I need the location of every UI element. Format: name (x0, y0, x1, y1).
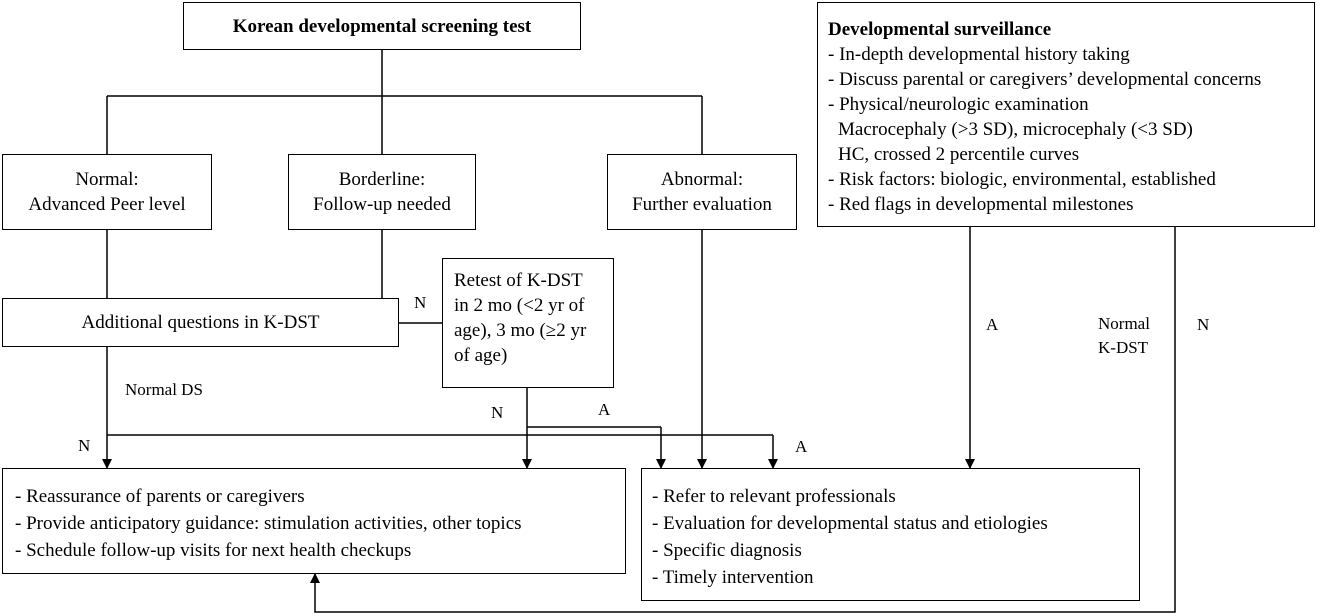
normal-label: Normal: (75, 169, 139, 190)
surveillance-box: Developmental surveillance - In-depth de… (817, 2, 1315, 227)
edge-label-normal-kdst: Normal (1098, 314, 1150, 333)
surveillance-subitem: Macrocephaly (>3 SD), microcephaly (<3 S… (838, 119, 1193, 140)
reassurance-item: - Provide anticipatory guidance: stimula… (15, 513, 522, 534)
refer-item: - Evaluation for developmental status an… (652, 513, 1048, 534)
surveillance-item: - Physical/neurologic examination (828, 94, 1089, 115)
retest-line-2: in 2 mo (<2 yr of (454, 295, 585, 316)
borderline-box: Borderline: Follow-up needed (288, 154, 476, 230)
edge-label-a: A (986, 315, 999, 334)
borderline-desc: Follow-up needed (313, 194, 451, 215)
retest-box: Retest of K-DST in 2 mo (<2 yr of age), … (442, 258, 614, 388)
edge-label-n: N (1197, 315, 1210, 334)
abnormal-box: Abnormal: Further evaluation (607, 154, 797, 230)
additional-questions-box: Additional questions in K-DST (2, 298, 399, 347)
abnormal-label: Abnormal: (660, 169, 744, 190)
reassurance-item: - Reassurance of parents or caregivers (15, 486, 305, 507)
screening-test-title: Korean developmental screening test (232, 15, 532, 37)
surveillance-title: Developmental surveillance (828, 19, 1052, 40)
reassurance-item: - Schedule follow-up visits for next hea… (15, 540, 412, 561)
normal-box: Normal: Advanced Peer level (2, 154, 212, 230)
screening-test-box: Korean developmental screening test (183, 2, 581, 50)
edge-label-n: N (414, 293, 427, 312)
surveillance-n-loop (310, 227, 1176, 613)
refer-item: - Refer to relevant professionals (652, 486, 896, 507)
surveillance-subitem: HC, crossed 2 percentile curves (838, 144, 1080, 165)
refer-box: - Refer to relevant professionals - Eval… (641, 468, 1140, 601)
retest-line-1: Retest of K-DST (454, 270, 583, 291)
borderline-label: Borderline: (338, 169, 426, 190)
retest-line-4: of age) (454, 345, 508, 366)
retest-line-3: age), 3 mo (≥2 yr (454, 320, 587, 341)
refer-item: - Timely intervention (652, 567, 814, 588)
surveillance-item: - Discuss parental or caregivers’ develo… (828, 69, 1262, 90)
abnormal-desc: Further evaluation (632, 194, 772, 215)
surveillance-item: - In-depth developmental history taking (828, 44, 1130, 65)
reassurance-box: - Reassurance of parents or caregivers -… (2, 468, 626, 574)
edge-label-a: A (795, 437, 808, 456)
edge-label-normal-kdst: K-DST (1098, 338, 1149, 357)
refer-item: - Specific diagnosis (652, 540, 802, 561)
additional-questions-text: Additional questions in K-DST (81, 312, 320, 333)
surveillance-item: - Red flags in developmental milestones (828, 194, 1134, 215)
surveillance-item: - Risk factors: biologic, environmental,… (828, 169, 1216, 190)
normal-desc: Advanced Peer level (28, 194, 186, 215)
edge-label-normal-ds: Normal DS (125, 380, 203, 399)
edge-label-a: A (598, 400, 611, 419)
edge-label-n: N (491, 403, 504, 422)
edge-label-n: N (78, 436, 91, 455)
